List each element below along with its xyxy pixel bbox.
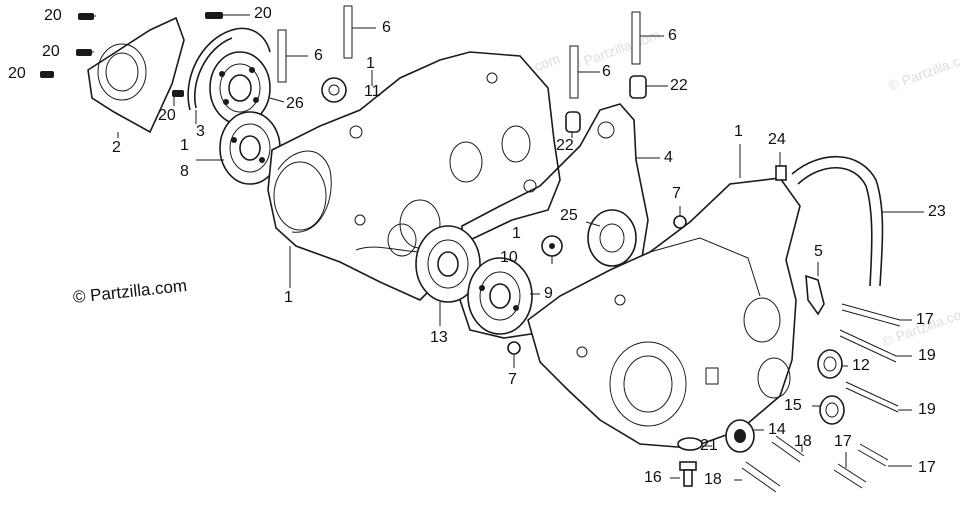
callout-19: 19 bbox=[918, 347, 936, 364]
callout-22: 22 bbox=[556, 137, 574, 154]
callout-21: 21 bbox=[700, 437, 718, 454]
callout-19: 19 bbox=[918, 401, 936, 418]
callout-7: 7 bbox=[672, 185, 681, 202]
callout-6: 6 bbox=[602, 63, 611, 80]
callout-3: 3 bbox=[196, 123, 205, 140]
snap-ring bbox=[187, 27, 271, 111]
callout-14: 14 bbox=[768, 421, 786, 438]
callout-16: 16 bbox=[644, 469, 662, 486]
callout-25: 25 bbox=[560, 207, 578, 224]
callout-15: 15 bbox=[784, 397, 802, 414]
callout-11: 11 bbox=[364, 83, 381, 100]
callout-1: 1 bbox=[366, 55, 375, 72]
callout-20: 20 bbox=[44, 7, 62, 24]
callout-17: 17 bbox=[916, 311, 934, 328]
callout-20: 20 bbox=[158, 107, 176, 124]
callout-7: 7 bbox=[508, 371, 517, 388]
dowel-pin bbox=[507, 341, 521, 355]
callout-18: 18 bbox=[794, 433, 812, 450]
callout-20: 20 bbox=[42, 43, 60, 60]
leader-lines bbox=[40, 14, 924, 481]
left-crankcase bbox=[267, 51, 561, 301]
oil-seal-14 bbox=[725, 419, 755, 453]
small-gear-10 bbox=[541, 235, 563, 257]
lever bbox=[805, 274, 825, 316]
bolt-icon bbox=[741, 303, 901, 493]
callout-17: 17 bbox=[834, 433, 852, 450]
callout-6: 6 bbox=[382, 19, 391, 36]
bearing-9 bbox=[467, 257, 533, 335]
callout-9: 9 bbox=[544, 285, 553, 302]
callout-5: 5 bbox=[814, 243, 823, 260]
crankcase-gasket bbox=[459, 103, 649, 339]
oil-seal-12 bbox=[817, 349, 843, 379]
bearing-25 bbox=[587, 209, 637, 267]
breather-hose bbox=[791, 155, 884, 287]
callout-22: 22 bbox=[670, 77, 688, 94]
callout-4: 4 bbox=[664, 149, 673, 166]
callout-26: 26 bbox=[286, 95, 304, 112]
washer bbox=[677, 437, 703, 451]
bearing-13 bbox=[415, 225, 481, 303]
callout-1: 1 bbox=[284, 289, 293, 306]
callout-13: 13 bbox=[430, 329, 448, 346]
callout-1: 1 bbox=[180, 137, 189, 154]
callout-8: 8 bbox=[180, 163, 189, 180]
small-gear bbox=[321, 77, 347, 103]
callout-20: 20 bbox=[254, 5, 272, 22]
drain-plug bbox=[679, 461, 697, 487]
callout-1: 1 bbox=[734, 123, 743, 140]
callout-6: 6 bbox=[668, 27, 677, 44]
bearing-8 bbox=[219, 111, 281, 185]
bearing-26 bbox=[209, 51, 271, 125]
callout-18: 18 bbox=[704, 471, 722, 488]
callout-17: 17 bbox=[918, 459, 936, 476]
callout-24: 24 bbox=[768, 131, 786, 148]
callout-6: 6 bbox=[314, 47, 323, 64]
callout-12: 12 bbox=[852, 357, 870, 374]
dowel-pin bbox=[673, 215, 687, 229]
clip bbox=[775, 165, 787, 181]
callout-10: 10 bbox=[500, 249, 518, 266]
dowel-pin bbox=[565, 111, 581, 133]
callout-1: 1 bbox=[512, 225, 521, 242]
callout-23: 23 bbox=[928, 203, 946, 220]
callout-2: 2 bbox=[112, 139, 121, 156]
callout-20: 20 bbox=[8, 65, 26, 82]
cover-gasket bbox=[87, 16, 185, 134]
dowel-pin bbox=[629, 75, 647, 99]
oil-seal-15 bbox=[819, 395, 845, 425]
